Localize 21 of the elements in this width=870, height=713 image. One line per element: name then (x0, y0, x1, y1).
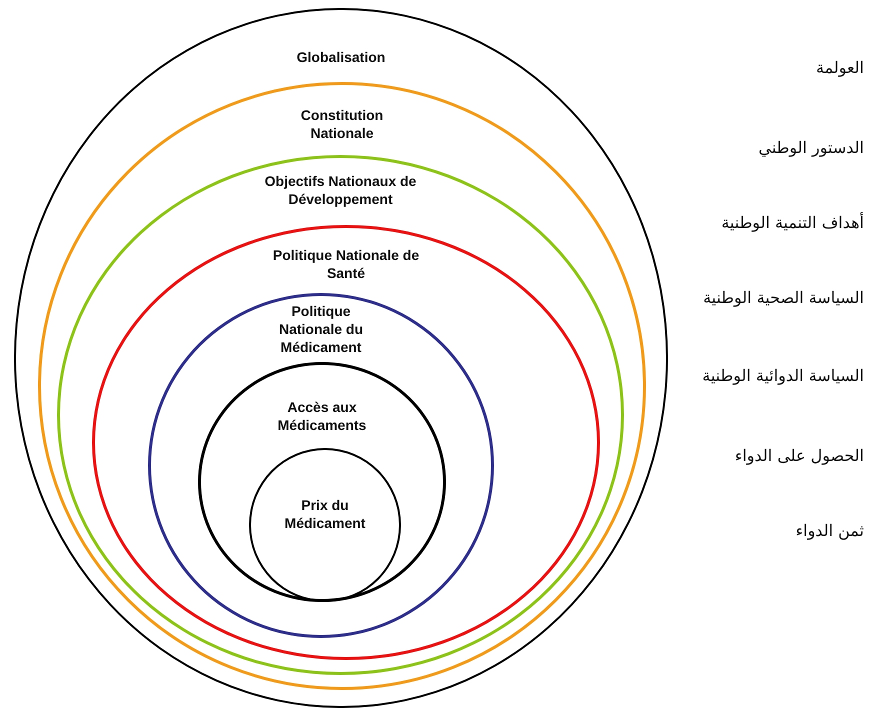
circle-label: Globalisation (296, 48, 386, 66)
circle (249, 448, 401, 602)
translation-label: العولمة (816, 58, 864, 77)
circle-label: Accès aux Médicaments (276, 398, 368, 434)
circle (38, 82, 646, 690)
circle (198, 362, 446, 602)
circle-label: Politique Nationale du Médicament (278, 302, 364, 356)
circle-label: Politique Nationale de Santé (272, 246, 420, 282)
circle-label: Objectifs Nationaux de Développement (264, 172, 418, 208)
circle (148, 293, 494, 638)
translation-label: أهداف التنمية الوطنية (721, 213, 864, 232)
circle-label: Prix du Médicament (284, 496, 366, 532)
circle (14, 8, 668, 708)
translation-label: السياسة الصحية الوطنية (703, 288, 864, 307)
translation-label: الدستور الوطني (758, 138, 864, 157)
circle (57, 155, 624, 675)
translation-label: السياسة الدوائية الوطنية (702, 366, 864, 385)
translation-label: ثمن الدواء (796, 521, 864, 540)
translation-label: الحصول على الدواء (734, 446, 864, 465)
circle (92, 225, 600, 660)
circle-label: Constitution Nationale (300, 106, 384, 142)
